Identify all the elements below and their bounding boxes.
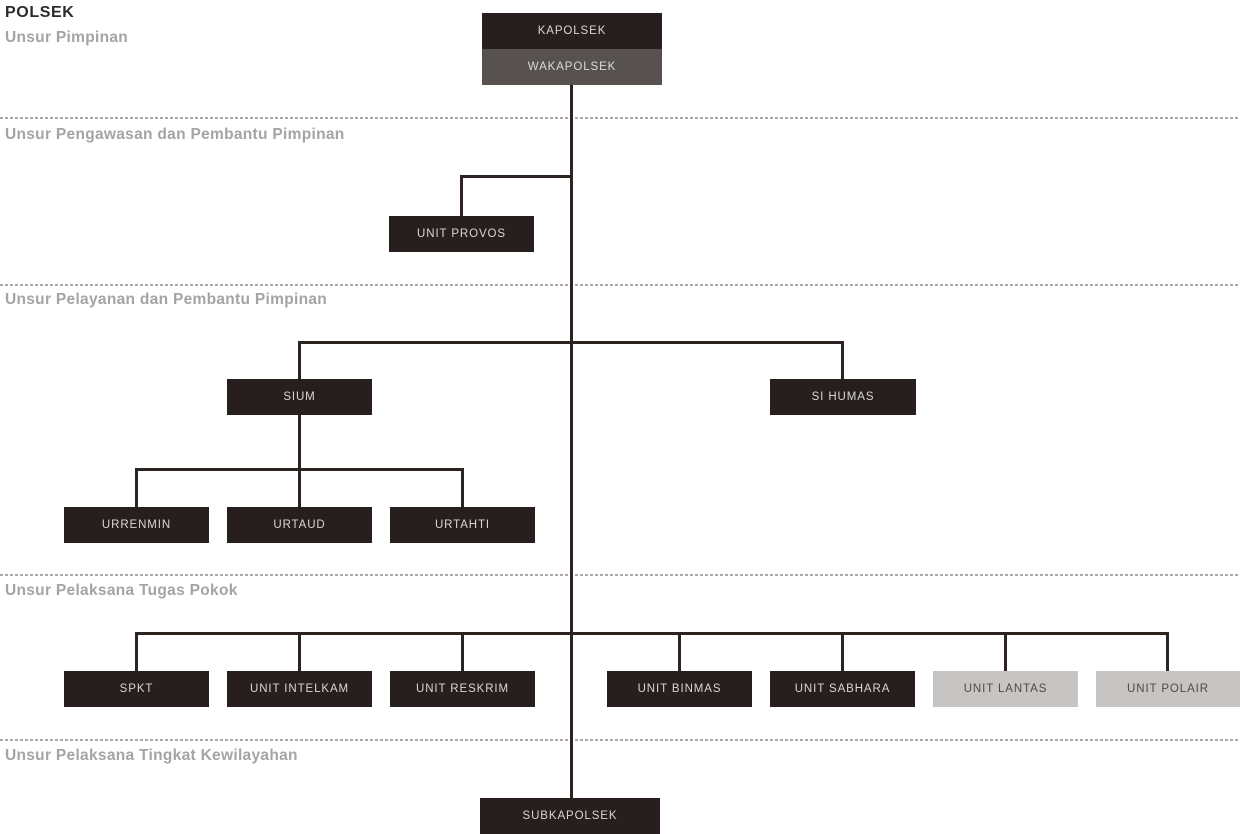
connector-sium-drop — [298, 341, 301, 379]
org-node-urtaud: URTAUD — [227, 507, 372, 543]
connector-reskrim-drop — [461, 632, 464, 671]
org-node-sium: SIUM — [227, 379, 372, 415]
org-node-urrenmin: URRENMIN — [64, 507, 209, 543]
section-label-pimpinan: Unsur Pimpinan — [5, 29, 129, 46]
org-node-unit-provos: UNIT PROVOS — [389, 216, 534, 252]
connector-spkt-drop — [135, 632, 138, 671]
connector-lantas-drop — [1004, 632, 1007, 671]
connector-sabhara-drop — [841, 632, 844, 671]
connector-provos-drop — [460, 175, 463, 216]
org-node-subkapolsek: SUBKAPOLSEK — [480, 798, 660, 834]
connector-urtahti-drop — [461, 468, 464, 507]
page-title: POLSEK — [5, 4, 75, 21]
section-divider — [0, 739, 1240, 741]
section-label-pengawasan: Unsur Pengawasan dan Pembantu Pimpinan — [5, 126, 345, 143]
connector-polair-drop — [1166, 632, 1169, 671]
section-label-pelaksana-kewilayahan: Unsur Pelaksana Tingkat Kewilayahan — [5, 747, 298, 764]
connector-urtaud-drop — [298, 468, 301, 507]
connector-binmas-drop — [678, 632, 681, 671]
connector-urrenmin-drop — [135, 468, 138, 507]
org-node-spkt: SPKT — [64, 671, 209, 707]
section-divider — [0, 574, 1240, 576]
org-node-unit-sabhara: UNIT SABHARA — [770, 671, 915, 707]
connector-intelkam-drop — [298, 632, 301, 671]
org-node-si-humas: SI HUMAS — [770, 379, 916, 415]
org-node-unit-binmas: UNIT BINMAS — [607, 671, 752, 707]
section-divider — [0, 117, 1240, 119]
org-node-unit-polair: UNIT POLAIR — [1096, 671, 1240, 707]
org-node-wakapolsek: WAKAPOLSEK — [482, 49, 662, 85]
section-label-pelayanan: Unsur Pelayanan dan Pembantu Pimpinan — [5, 291, 328, 308]
section-label-pelaksana-tugas-pokok: Unsur Pelaksana Tugas Pokok — [5, 582, 238, 599]
section-divider — [0, 284, 1240, 286]
connector-sium-humas-branch — [298, 341, 844, 344]
connector-humas-drop — [841, 341, 844, 379]
connector-trunk — [570, 85, 573, 798]
connector-sium-stem — [298, 415, 301, 471]
connector-units-branch — [135, 632, 1169, 635]
org-node-unit-reskrim: UNIT RESKRIM — [390, 671, 535, 707]
org-node-unit-intelkam: UNIT INTELKAM — [227, 671, 372, 707]
org-node-kapolsek: KAPOLSEK — [482, 13, 662, 49]
connector-provos-branch — [460, 175, 573, 178]
org-node-urtahti: URTAHTI — [390, 507, 535, 543]
org-node-unit-lantas: UNIT LANTAS — [933, 671, 1078, 707]
